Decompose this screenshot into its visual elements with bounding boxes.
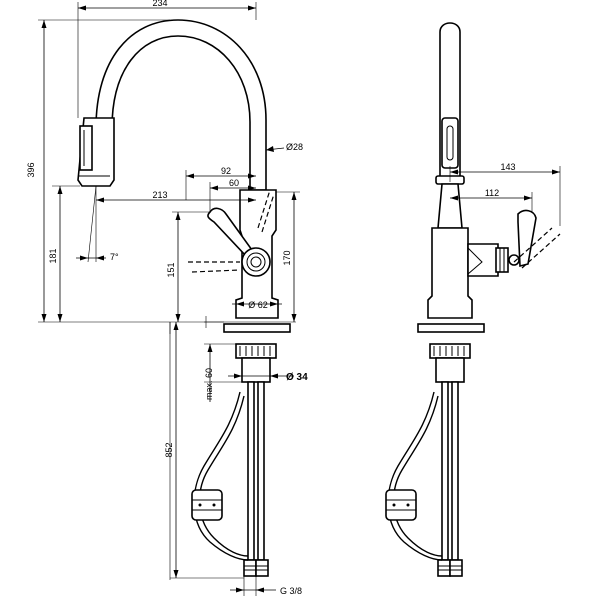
side-hose-weight [385, 489, 417, 521]
spray-head-band [79, 125, 93, 171]
side-handle-alt [513, 227, 561, 269]
side-threaded-shank [435, 357, 465, 383]
dim-hose-length: 852 [164, 442, 174, 457]
front-dimensions: 234 396 181 7° 213 92 [26, 0, 308, 596]
side-base-plate [417, 323, 485, 333]
dim-60: 60 [229, 178, 239, 188]
side-supply-tube [441, 381, 449, 561]
spout-gooseneck [95, 19, 267, 191]
hose-weight [191, 489, 223, 521]
dim-92: 92 [221, 166, 231, 176]
dim-spout-diameter: Ø28 [286, 142, 303, 152]
dim-max-thickness: max. 60 [204, 368, 214, 400]
dim-angle: 7° [110, 252, 119, 262]
side-handle-stem [467, 243, 499, 277]
handle-alt-position [188, 261, 241, 273]
threaded-shank [241, 357, 271, 383]
dim-side-reach: 143 [500, 162, 515, 172]
dim-reach: 213 [152, 190, 167, 200]
dim-spout-height: 181 [48, 248, 58, 263]
front-view [77, 19, 291, 577]
side-handle-collar [495, 247, 509, 273]
base-plate [223, 323, 291, 333]
handle-alt-position-2 [257, 189, 275, 233]
side-view [385, 22, 561, 577]
side-body [427, 227, 473, 319]
side-spray-hose [392, 395, 443, 557]
side-supply-tube-2 [451, 381, 459, 561]
dim-body-height: 170 [282, 250, 292, 265]
dim-total-height: 396 [26, 162, 36, 177]
side-connector-left [437, 559, 451, 577]
dim-connection-thread: G 3/8 [280, 586, 302, 596]
side-neck [437, 183, 463, 229]
side-dimensions: 143 112 [449, 162, 561, 226]
connector-left [243, 559, 257, 577]
spray-hose [198, 395, 249, 557]
side-connector-right [449, 559, 463, 577]
supply-tube-2 [257, 381, 265, 561]
dim-base-diameter: Ø 62 [248, 300, 268, 310]
dim-handle-height: 151 [166, 262, 176, 277]
side-lever-handle [517, 209, 537, 268]
dim-hole-diameter: Ø 34 [286, 372, 308, 383]
handle-hub [241, 247, 271, 277]
connector-right [255, 559, 269, 577]
dim-total-width: 234 [152, 0, 167, 8]
dim-side-handle: 112 [485, 188, 499, 198]
supply-tube [247, 381, 255, 561]
